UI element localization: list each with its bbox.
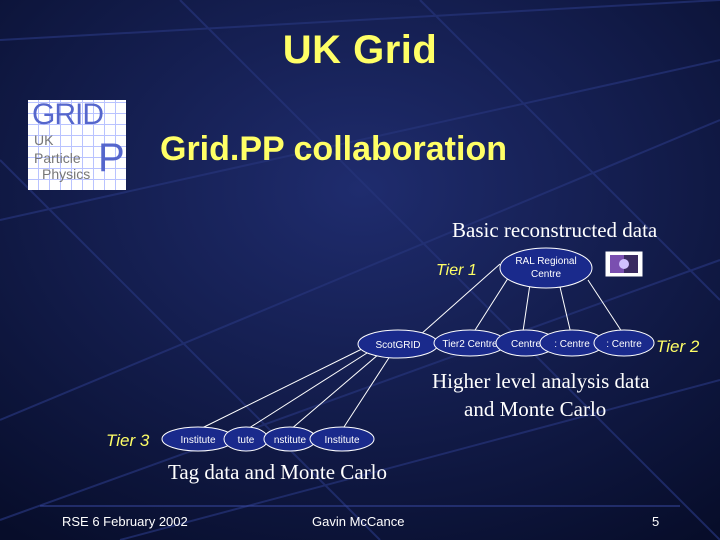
tier1-label: Tier 1: [436, 262, 477, 279]
tier2-centre-node-d: [593, 329, 655, 357]
slide-title: UK Grid: [282, 28, 438, 72]
tier2-centre-label-c: : Centre: [554, 339, 590, 350]
institute-label-b: tute: [238, 435, 255, 446]
tag-data-label: Tag data and Monte Carlo: [168, 460, 387, 484]
link-scotgrid-inst-d: [341, 349, 395, 431]
institute-label-c: nstitute: [274, 435, 307, 446]
link-ral-tier2-d: [587, 279, 627, 339]
tier2-centre-label-b: Centre: [511, 339, 541, 350]
logo-text-particle: Particle: [34, 150, 81, 166]
ral-regional-centre-node: [499, 247, 593, 289]
link-ral-tier2-a: [469, 271, 513, 339]
scotgrid-label: ScotGRID: [375, 340, 420, 351]
tier3-label: Tier 3: [106, 431, 150, 450]
tier2-centre-label-a: Tier2 Centre: [442, 339, 498, 350]
higher-level-line2: and Monte Carlo: [464, 397, 607, 421]
logo-text-p: P: [98, 136, 125, 180]
footer-author: Gavin McCance: [312, 514, 405, 529]
higher-level-line1: Higher level analysis data: [432, 369, 650, 393]
link-ral-tier2-b: [521, 283, 531, 339]
tier2-centre-label-d: : Centre: [606, 339, 642, 350]
ral-label-line2: Centre: [531, 269, 561, 280]
logo-text-grid: GRID: [32, 98, 104, 131]
basic-data-label: Basic reconstructed data: [452, 218, 658, 242]
link-ral-scotgrid: [419, 263, 501, 336]
institute-label-d: Institute: [324, 435, 359, 446]
footer-date: RSE 6 February 2002: [62, 514, 188, 529]
institute-label-a: Institute: [180, 435, 215, 446]
institute-node-d: [309, 426, 375, 452]
ral-label-line1: RAL Regional: [515, 256, 576, 267]
link-scotgrid-inst-c: [289, 347, 387, 431]
logo-text-uk: UK: [34, 132, 54, 148]
link-scotgrid-inst-a: [197, 343, 373, 431]
ral-thumbnail-icon: [605, 251, 643, 277]
tier2-label: Tier 2: [656, 337, 700, 356]
footer-page-number: 5: [652, 514, 660, 529]
link-ral-tier2-c: [559, 286, 573, 339]
slide-subtitle: Grid.PP collaboration: [160, 130, 507, 168]
gridpp-logo: GRID P UK Particle Physics: [28, 98, 126, 190]
logo-text-physics: Physics: [42, 166, 91, 182]
link-scotgrid-inst-b: [245, 345, 379, 431]
